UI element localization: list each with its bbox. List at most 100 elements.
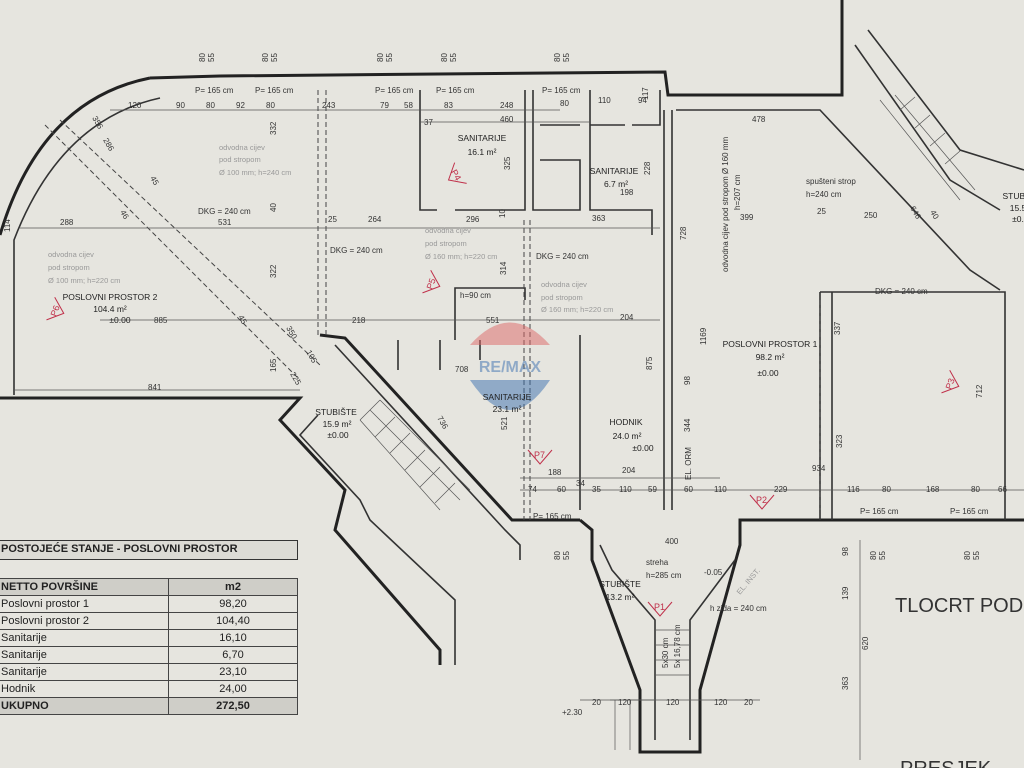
room-level: ±0.00 xyxy=(632,443,653,453)
room-area: 98,20 xyxy=(168,595,298,613)
table-title: POSTOJEĆE STANJE - POSLOVNI PROSTOR xyxy=(0,540,298,560)
sill-height: 55 xyxy=(562,53,571,62)
dimension-label: 25 xyxy=(328,215,337,224)
dimension-label: 139 xyxy=(841,586,850,600)
dimension-label: 110 xyxy=(714,485,727,494)
room-name: POSLOVNI PROSTOR 1 xyxy=(723,339,818,349)
dimension-label: 80 xyxy=(882,485,891,494)
dimension-label: 20 xyxy=(744,698,753,707)
dimension-label: 120 xyxy=(128,101,142,110)
room-area: 6,70 xyxy=(168,646,298,664)
dimension-label: 92 xyxy=(236,101,245,110)
el-orm-note: EL. ORM xyxy=(684,447,693,480)
marker-arrow-icon xyxy=(527,449,553,465)
dimension-label: 322 xyxy=(269,264,278,278)
dkg-note: DKG = 240 cm xyxy=(330,246,383,255)
dimension-label: 83 xyxy=(444,101,453,110)
section-marker-p3: P3 xyxy=(941,370,960,394)
dimension-label: 45 xyxy=(148,175,161,188)
window-label: P= 165 cm xyxy=(195,86,234,95)
room-name: SANITARIJE xyxy=(458,133,507,143)
room-stubiste-2: STUBIŠTE 13.2 m² xyxy=(599,579,641,602)
room-level: ±0.00 xyxy=(109,315,130,325)
room-name: SANITARIJE xyxy=(590,166,639,176)
dimension-label: 248 xyxy=(500,101,514,110)
room-level: ±0.00 xyxy=(757,368,778,378)
marker-arrow-icon xyxy=(941,370,960,394)
dimension-label: 841 xyxy=(148,383,162,392)
dimension-label: 188 xyxy=(548,468,562,477)
dimension-label: 551 xyxy=(486,316,500,325)
dimension-label: 60 xyxy=(557,485,566,494)
dkg-note: DKG = 240 cm xyxy=(536,252,589,261)
dimension-label: 225 xyxy=(288,371,303,388)
dimension-label: 620 xyxy=(861,636,870,650)
section-marker-p6: P6 xyxy=(46,297,65,321)
pipe-note: Ø 100 mm; h=240 cm xyxy=(219,168,291,177)
room-area: 16.1 m² xyxy=(468,147,497,157)
ceiling-note: h=240 cm xyxy=(806,190,842,199)
room-stubiste-3: STUBI 15.5 ±0. xyxy=(1002,191,1024,224)
room-area: 23,10 xyxy=(168,663,298,681)
dimension-label: 45 xyxy=(236,314,249,327)
dimension-label: 229 xyxy=(774,485,788,494)
dimension-label: 198 xyxy=(620,188,634,197)
sill-height: 55 xyxy=(878,551,887,560)
dimension-label: 66 xyxy=(998,485,1007,494)
dkg-note: DKG = 240 cm xyxy=(875,287,928,296)
room-name: SANITARIJE xyxy=(483,392,532,402)
marker-label: P5 xyxy=(425,277,438,291)
room-poslovni-prostor-1: POSLOVNI PROSTOR 1 98.2 m² ±0.00 xyxy=(723,339,818,378)
stairs-note: 5x30 cm xyxy=(661,637,670,668)
sill-height: 55 xyxy=(207,53,216,62)
room-name: POSLOVNI PROSTOR 2 xyxy=(63,292,158,302)
dimension-label: 736 xyxy=(435,415,450,432)
dimension-label: 728 xyxy=(679,226,688,240)
section-marker-p1: P1 xyxy=(647,601,673,617)
dimension-label: 80 xyxy=(266,101,275,110)
dimension-label: 117 xyxy=(641,87,650,100)
marker-label: P1 xyxy=(654,602,665,612)
sill-height: 80 xyxy=(963,551,972,560)
dimension-label: 400 xyxy=(665,537,679,546)
dimension-label: 60 xyxy=(684,485,693,494)
room-area: 104,40 xyxy=(168,612,298,630)
el-inst-note: EL. INST. xyxy=(735,566,762,596)
dimension-label: 350 xyxy=(284,325,299,342)
dimension-label: 94 xyxy=(638,96,647,105)
pipe-note: Ø 100 mm; h=220 cm xyxy=(48,276,120,285)
marker-label: P7 xyxy=(534,450,545,460)
room-label: Hodnik xyxy=(0,680,169,698)
window-label: P= 165 cm xyxy=(533,512,572,521)
marker-label: P6 xyxy=(49,304,62,318)
dimension-label: 80 xyxy=(206,101,215,110)
room-area: 98.2 m² xyxy=(756,352,785,362)
pipe-note: odvodna cijev xyxy=(541,280,587,289)
dimension-label: 314 xyxy=(499,261,508,275)
room-label: Sanitarije xyxy=(0,663,169,681)
total-label: UKUPNO xyxy=(0,697,169,715)
pipe-note: pod stropom xyxy=(541,293,583,302)
dimension-label: 363 xyxy=(592,214,606,223)
dimension-label: 120 xyxy=(618,698,632,707)
room-stubiste-1: STUBIŠTE 15.9 m² ±0.00 xyxy=(315,407,357,440)
room-area: 24,00 xyxy=(168,680,298,698)
dimension-label: 460 xyxy=(500,115,514,124)
marker-arrow-icon xyxy=(647,601,673,617)
dimension-label: 712 xyxy=(975,384,984,398)
section-marker-p4: P4 xyxy=(447,162,467,184)
pipe-note: pod stropom xyxy=(219,155,261,164)
dimension-label: 204 xyxy=(620,313,634,322)
dimension-label: 264 xyxy=(368,215,382,224)
pipe-note: pod stropom xyxy=(48,263,90,272)
dimension-label: 165 xyxy=(269,358,278,372)
marker-label: P4 xyxy=(449,168,463,183)
header-unit: m2 xyxy=(168,578,298,596)
dimension-label: 35 xyxy=(592,485,601,494)
